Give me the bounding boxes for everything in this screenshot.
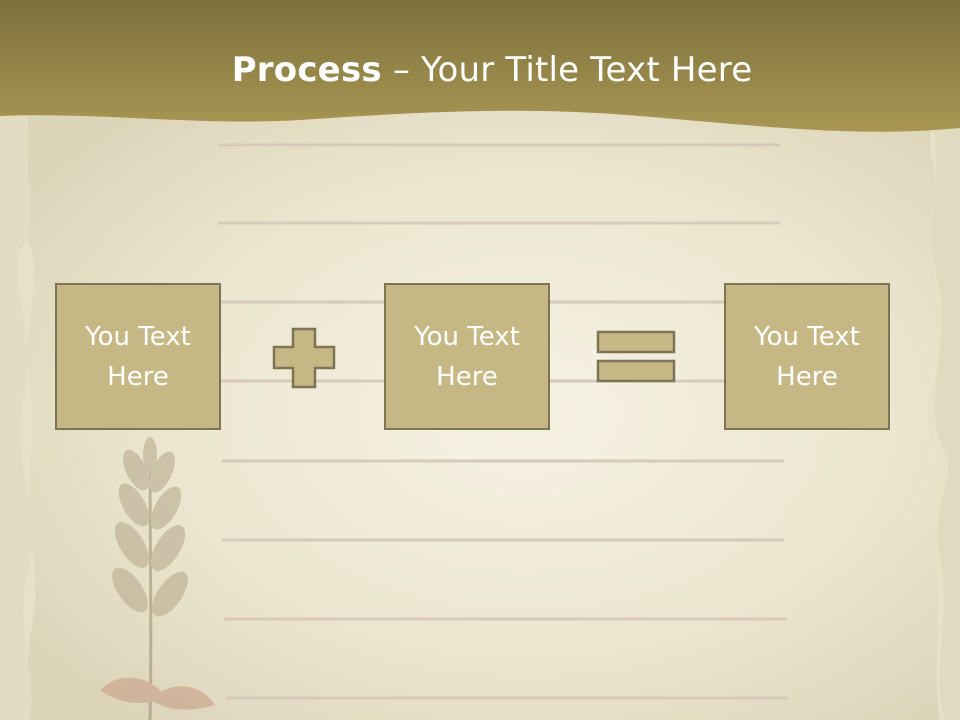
process-box-1-text: You Text Here xyxy=(85,321,191,392)
process-box-2-text: You Text Here xyxy=(414,321,520,392)
wheat-stalk-decoration xyxy=(100,437,215,720)
process-box-3-text: You Text Here xyxy=(754,321,860,392)
title-rest: – Your Title Text Here xyxy=(381,50,753,90)
plus-icon xyxy=(272,327,336,389)
process-box-2: You Text Here xyxy=(384,283,550,430)
process-box-1: You Text Here xyxy=(55,283,221,430)
title-bold: Process xyxy=(231,50,382,90)
equals-icon xyxy=(596,330,676,383)
slide-title: Process – Your Title Text Here xyxy=(0,50,960,90)
process-box-3: You Text Here xyxy=(724,283,890,430)
